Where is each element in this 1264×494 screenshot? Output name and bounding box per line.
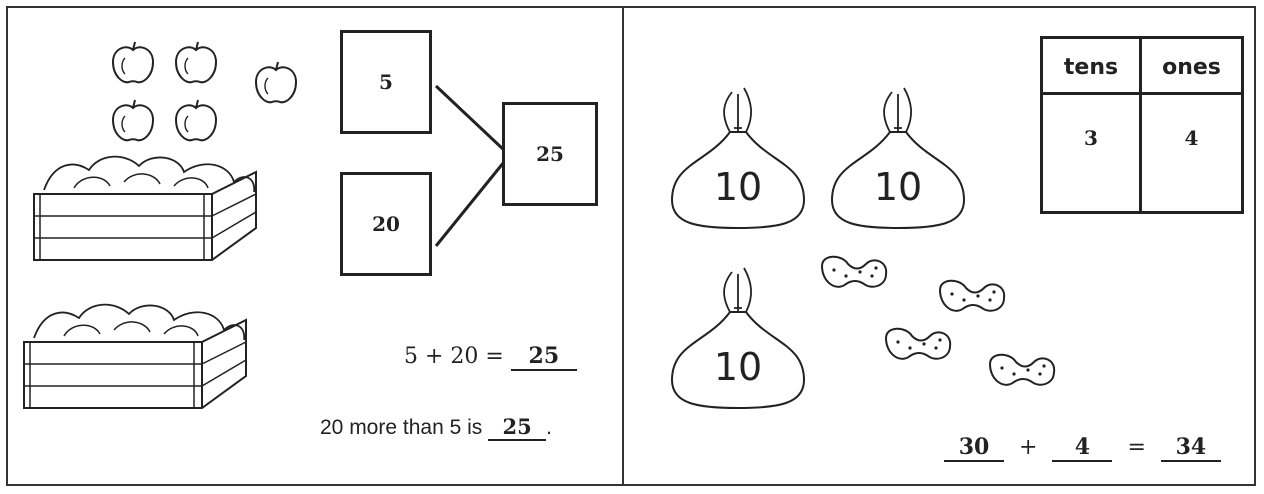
- svg-text:10: 10: [874, 165, 922, 209]
- tens-value-blank: 30: [944, 434, 1004, 462]
- bag-of-ten-icon: 10: [671, 267, 805, 409]
- bean-icon: [885, 327, 952, 360]
- apple-icon: [255, 61, 297, 104]
- bond-part-a-value: 5: [379, 70, 393, 94]
- bond-line-bottom: [434, 161, 506, 247]
- bond-part-b-value: 20: [372, 212, 400, 236]
- tens-header: tens: [1063, 54, 1119, 80]
- tens-value: 3: [1084, 126, 1098, 150]
- ones-value: 4: [1184, 126, 1199, 150]
- apple-icon: [112, 41, 154, 84]
- bean-icon: [821, 255, 888, 288]
- ones-value-blank: 4: [1052, 434, 1113, 462]
- ones-header: ones: [1162, 54, 1221, 80]
- apple-icon: [112, 99, 154, 142]
- total-blank: 34: [1160, 434, 1221, 462]
- sentence-answer-blank: 25: [488, 414, 547, 441]
- bond-part-a-box: 5: [340, 30, 432, 134]
- bond-part-b-box: 20: [340, 172, 432, 276]
- bond-whole-box: 25: [502, 102, 598, 206]
- apple-crate-icon: [33, 155, 257, 261]
- expanded-form-equation: 30 + 4 = 34: [944, 434, 1221, 462]
- equation-answer-blank: 25: [510, 343, 577, 371]
- sentence-prefix: 20 more than 5 is: [320, 416, 483, 439]
- bag-of-ten-icon: 10: [831, 87, 965, 229]
- bond-line-top: [434, 84, 506, 152]
- apple-icon: [175, 41, 217, 84]
- svg-text:10: 10: [714, 165, 762, 209]
- bean-icon: [989, 353, 1056, 386]
- plus-sign: +: [1019, 435, 1038, 460]
- place-value-table: tens ones 3 4: [1040, 36, 1244, 214]
- apple-crate-icon: [23, 303, 247, 409]
- equals-sign: =: [1127, 435, 1146, 460]
- panel-divider: [622, 6, 624, 486]
- equation-expression: 5 + 20 =: [404, 344, 504, 369]
- sentence-suffix: .: [546, 416, 552, 439]
- table-divider-vertical: [1139, 39, 1142, 211]
- more-than-sentence: 20 more than 5 is 25.: [320, 414, 552, 441]
- worksheet-frame: [6, 6, 1256, 486]
- table-divider-horizontal: [1043, 92, 1241, 95]
- bean-icon: [939, 279, 1006, 312]
- addition-equation: 5 + 20 = 25: [404, 343, 577, 371]
- bag-of-ten-icon: 10: [671, 87, 805, 229]
- bond-whole-value: 25: [536, 142, 564, 166]
- apple-icon: [175, 99, 217, 142]
- svg-text:10: 10: [714, 345, 762, 389]
